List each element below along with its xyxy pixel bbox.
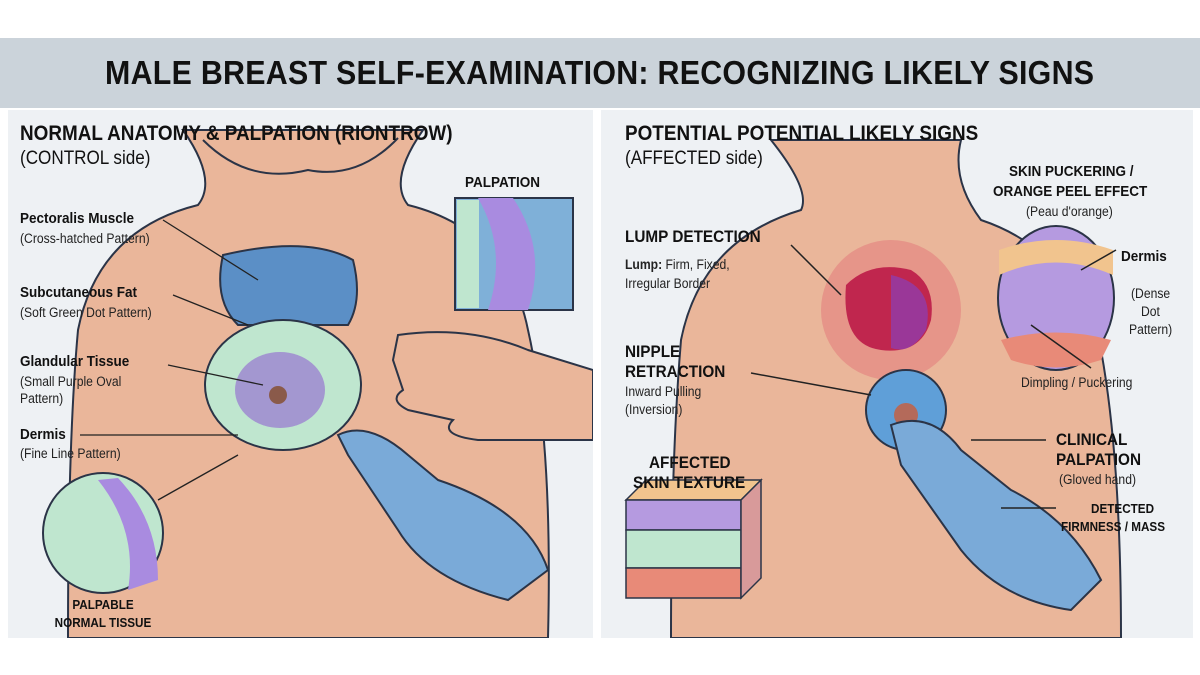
puckering-title-1: SKIN PUCKERING /: [1009, 163, 1134, 180]
lump-desc-2: Irregular Border: [625, 276, 711, 291]
desc-pectoralis: (Cross-hatched Pattern): [20, 231, 150, 246]
label-pectoralis: Pectoralis Muscle: [20, 210, 135, 227]
skin-texture-block: [624, 478, 763, 600]
normal-anatomy-illustration: [42, 129, 593, 638]
label-fat: Subcutaneous Fat: [20, 284, 138, 301]
dimpling-label: Dimpling / Puckering: [1021, 375, 1133, 390]
clinical-desc: (Gloved hand): [1059, 472, 1137, 487]
desc-gland-2: Pattern): [20, 391, 64, 406]
label-gland: Glandular Tissue: [20, 353, 130, 370]
dense-3: Pattern): [1129, 322, 1173, 337]
right-subheading: (AFFECTED side): [625, 148, 763, 169]
affected-illustration: [624, 139, 1123, 638]
circle-label-2: NORMAL TISSUE: [54, 615, 152, 630]
dense-1: (Dense: [1131, 286, 1171, 301]
label-dermis: Dermis: [20, 426, 66, 443]
palpation-inset-label: PALPATION: [465, 174, 540, 191]
lump-bold: Lump:: [625, 257, 663, 272]
clinical-1: CLINICAL: [1056, 430, 1128, 449]
skin-texture-2: SKIN TEXTURE: [633, 473, 746, 492]
gloved-hand: [889, 419, 1103, 612]
desc-dermis: (Fine Line Pattern): [20, 446, 121, 461]
skin-texture-1: AFFECTED: [649, 453, 731, 472]
clinical-2: PALPATION: [1056, 450, 1142, 469]
dense-2: Dot: [1141, 304, 1160, 319]
normal-anatomy-panel: NORMAL ANATOMY & PALPATION (RIONTROW) (C…: [8, 110, 593, 638]
nipple-title-2: RETRACTION: [625, 362, 726, 381]
nipple: [269, 386, 287, 404]
desc-gland-1: (Small Purple Oval: [20, 374, 122, 389]
right-heading: POTENTIAL POTENTIAL LIKELY SIGNS: [625, 122, 979, 145]
gloved-hand: [336, 429, 550, 602]
neck-line: [202, 137, 399, 175]
puckering-title-2: ORANGE PEEL EFFECT: [993, 183, 1148, 200]
nipple-title-1: NIPPLE: [625, 342, 681, 361]
puckering-desc: (Peau d'orange): [1026, 204, 1113, 219]
affected-signs-panel: POTENTIAL POTENTIAL LIKELY SIGNS (AFFECT…: [601, 110, 1193, 638]
circle-label-1: PALPABLE: [72, 597, 134, 612]
detected-1: DETECTED: [1091, 501, 1155, 516]
page-title: MALE BREAST SELF-EXAMINATION: RECOGNIZIN…: [105, 54, 1095, 91]
lump-desc-1: Lump: Firm, Fixed,: [625, 257, 730, 274]
desc-fat: (Soft Green Dot Pattern): [20, 305, 152, 320]
examining-hand: [391, 331, 593, 441]
left-subheading: (CONTROL side): [20, 148, 151, 169]
lump-title: LUMP DETECTION: [625, 227, 761, 246]
detected-2: FIRMNESS / MASS: [1061, 519, 1166, 534]
nipple-desc-2: (Inversion): [625, 402, 683, 417]
dermis-label: Dermis: [1121, 248, 1167, 265]
left-heading: NORMAL ANATOMY & PALPATION (RIONTROW): [20, 122, 453, 145]
title-banner: MALE BREAST SELF-EXAMINATION: RECOGNIZIN…: [0, 38, 1200, 108]
nipple-desc-1: Inward Pulling: [625, 384, 702, 399]
pectoralis-muscle: [219, 245, 358, 326]
lump-desc-text: Firm, Fixed,: [665, 257, 730, 272]
